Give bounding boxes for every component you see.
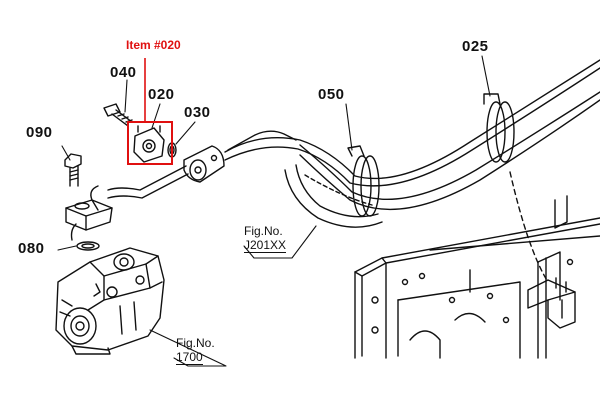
callout-025: 025 — [462, 38, 489, 55]
figure-ref-pump-code: 1700 — [176, 350, 203, 365]
callout-050: 050 — [318, 86, 345, 103]
callout-080: 080 — [18, 240, 45, 257]
callout-040: 040 — [110, 64, 137, 81]
highlight-item-label: Item #020 — [126, 38, 181, 52]
figure-ref-pump-label: Fig.No. — [176, 336, 215, 350]
clamp-025 — [483, 93, 515, 163]
figure-ref-hose-code: J201XX — [244, 238, 287, 253]
fitting-020 — [133, 125, 165, 163]
hydraulic-pump — [55, 247, 165, 355]
figure-ref-hose-label: Fig.No. — [244, 224, 283, 238]
clamp-050 — [347, 145, 380, 217]
pump-tube — [90, 130, 297, 211]
callout-090: 090 — [26, 124, 53, 141]
clamp-bracket — [509, 171, 576, 329]
leader-lines — [57, 55, 491, 367]
bolt-040 — [103, 103, 133, 127]
o-ring-080 — [76, 241, 100, 251]
figure-ref-pump: Fig.No. 1700 — [176, 336, 215, 365]
callout-020: 020 — [148, 86, 175, 103]
frame-structure — [354, 195, 600, 359]
hose-assembly — [224, 59, 600, 228]
figure-ref-hose: Fig.No. J201XX — [244, 224, 287, 253]
item-020-highlight — [127, 58, 173, 165]
tube-flange — [183, 145, 225, 183]
pump-block-fitting — [65, 199, 113, 241]
callout-030: 030 — [184, 104, 211, 121]
bolt-090 — [64, 153, 82, 187]
